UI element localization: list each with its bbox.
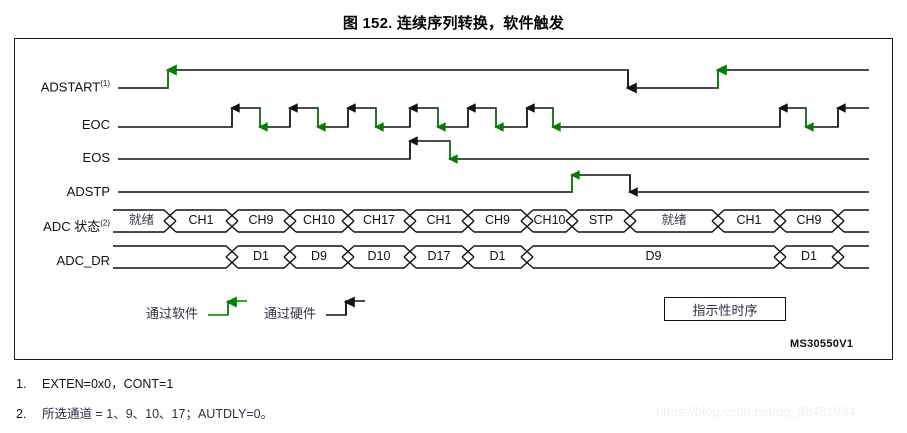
signal-label-adstart: ADSTART(1) (0, 79, 110, 94)
adc-state-cell: 就绪 (128, 213, 154, 227)
adc-state-cell: 就绪 (661, 213, 687, 227)
adc-dr-cell: D1 (253, 249, 269, 263)
signal-label-adstp: ADSTP (0, 184, 110, 199)
signal-label-adc-state-sup: (2) (100, 218, 110, 228)
signal-label-adc-dr-text: ADC_DR (56, 253, 110, 268)
adc-dr-cell: D1 (489, 249, 506, 263)
signal-label-eoc: EOC (0, 117, 110, 132)
signal-label-adstp-text: ADSTP (66, 184, 110, 199)
footnote-2-number: 2. (16, 407, 27, 421)
adc-state-cell: CH1 (188, 213, 214, 227)
footnote-2: 2. 所选通道 = 1、9、10、17；AUTDLY=0。 (16, 403, 273, 422)
footnote-2-text: 所选通道 = 1、9、10、17；AUTDLY=0。 (42, 407, 274, 421)
adc-state-cell: CH1 (426, 213, 452, 227)
footnote-1-number: 1. (16, 377, 27, 391)
adc-state-cell: CH9 (248, 213, 274, 227)
signal-label-adstart-text: ADSTART (40, 79, 101, 95)
adc-state-cell: STP (588, 213, 614, 227)
adc-state-cell: CH10 (303, 213, 335, 227)
signal-label-eos-text: EOS (82, 150, 110, 165)
legend-label-software: 通过软件 (146, 306, 199, 321)
indicative-timing-label: 指示性时序 (692, 302, 758, 318)
signal-label-eoc-text: EOC (81, 117, 110, 132)
adc-state-cell: CH17 (363, 213, 395, 227)
drawing-id: MS30550V1 (790, 338, 854, 350)
adc-state-cell: CH9 (796, 213, 822, 227)
adc-dr-cell: D17 (427, 249, 451, 263)
signal-label-adc-state-text: ADC 状态 (43, 219, 101, 234)
adc-state-cell: CH10 (533, 213, 566, 227)
watermark: https://blog.csdn.net/qq_36481034 (656, 404, 856, 419)
indicative-timing-box: 指示性时序 (664, 297, 786, 321)
signal-label-adc-state: ADC 状态(2) (0, 216, 110, 235)
legend-label-hardware: 通过硬件 (264, 306, 317, 321)
footnote-1: 1. EXTEN=0x0，CONT=1 (16, 373, 173, 392)
signal-label-adc-dr: ADC_DR (0, 253, 110, 268)
adc-dr-cell: D1 (801, 249, 817, 263)
page-title: 图 152. 连续序列转换，软件触发 (342, 15, 565, 32)
adc-dr-cell: D10 (367, 249, 391, 263)
adc-dr-cell: D9 (311, 249, 327, 263)
adc-state-cell: CH9 (484, 213, 510, 227)
adc-state-cell: CH1 (736, 213, 762, 227)
signal-label-adstart-sup: (1) (100, 79, 110, 88)
footnote-1-text: EXTEN=0x0，CONT=1 (42, 377, 174, 391)
adc-dr-cell: D9 (645, 249, 662, 263)
signal-label-eos: EOS (0, 150, 110, 165)
